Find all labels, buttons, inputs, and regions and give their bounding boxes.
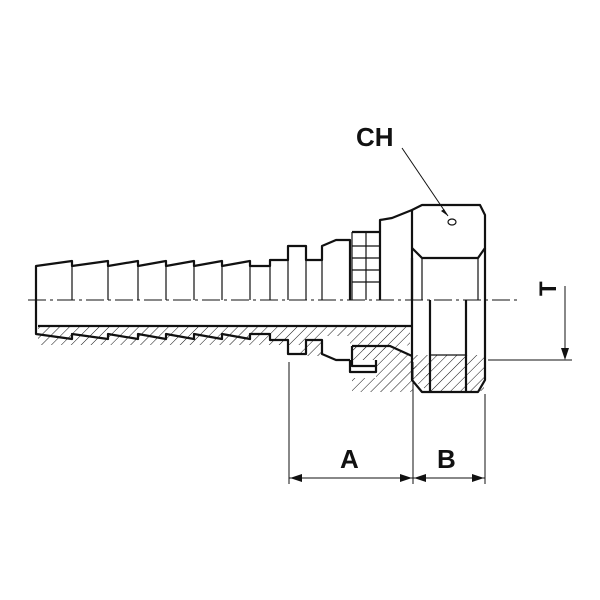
hose-tail xyxy=(34,238,412,362)
label-t: T xyxy=(535,281,562,296)
dimension-a-b xyxy=(288,362,486,484)
label-a: A xyxy=(340,444,359,474)
ch-leader xyxy=(401,147,449,217)
label-b: B xyxy=(437,444,456,474)
section-hatching xyxy=(38,326,484,392)
hex-nut xyxy=(378,203,487,394)
dimension-t xyxy=(488,286,572,361)
label-ch: CH xyxy=(356,122,394,152)
